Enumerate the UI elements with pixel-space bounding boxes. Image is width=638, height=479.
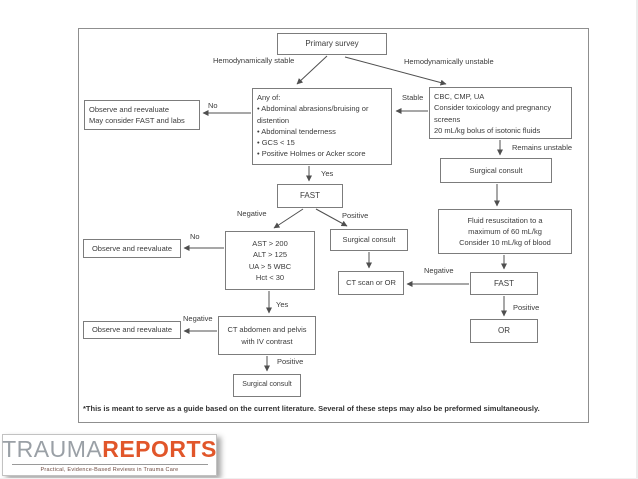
logo-divider: [11, 463, 208, 465]
edge-label-no-2: No: [190, 232, 200, 241]
node-line: • GCS < 15: [257, 138, 295, 147]
node-fluid-resuscitation: Fluid resuscitation to a maximum of 60 m…: [438, 209, 572, 254]
node-line: Consider 10 mL/kg of blood: [459, 238, 551, 248]
node-any-of-criteria: Any of: • Abdominal abrasions/bruising o…: [252, 88, 392, 165]
node-label: Surgical consult: [469, 165, 523, 175]
node-line: May consider FAST and labs: [89, 116, 185, 126]
edge-label-no-1: No: [208, 101, 218, 110]
node-fast-right: FAST: [470, 272, 538, 295]
logo-tagline: Practical, Evidence-Based Reviews in Tra…: [40, 466, 179, 473]
edge-label-yes-1: Yes: [321, 169, 334, 178]
node-surgical-consult-middle: Surgical consult: [330, 229, 408, 251]
edge-label-positive-2: Positive: [277, 357, 304, 366]
node-line: • Positive Holmes or Acker score: [257, 149, 366, 159]
slide-edge-right: [636, 0, 638, 479]
node-line: maximum of 60 mL/kg: [468, 226, 542, 236]
node-line: Hct < 30: [255, 272, 285, 282]
edge-label-positive-3: Positive: [513, 303, 540, 312]
node-line: UA > 5 WBC: [248, 261, 292, 271]
node-line: • Abdominal tenderness: [257, 126, 336, 136]
node-line: ALT > 125: [252, 250, 288, 260]
node-line: 20 mL/kg bolus of isotonic fluids: [434, 125, 541, 135]
node-observe-fast-labs: Observe and reevaluate May consider FAST…: [84, 100, 200, 130]
edge-label-remains-unstable: Remains unstable: [512, 143, 573, 152]
node-cbc-labs: CBC, CMP, UA Consider toxicology and pre…: [429, 87, 572, 139]
node-label: CT scan or OR: [346, 278, 396, 288]
node-lab-thresholds: AST > 200 ALT > 125 UA > 5 WBC Hct < 30: [225, 231, 315, 290]
node-line: CT abdomen and pelvis: [227, 325, 307, 335]
node-line: with IV contrast: [241, 336, 293, 346]
node-ct-scan-or-or: CT scan or OR: [338, 271, 404, 295]
node-observe-reevaluate-3: Observe and reevaluate: [83, 321, 181, 339]
node-label: Observe and reevaluate: [91, 325, 173, 335]
node-fast-middle: FAST: [277, 184, 343, 208]
node-label: OR: [498, 326, 510, 335]
node-line: AST > 200: [252, 239, 288, 248]
node-line: Any of:: [257, 93, 281, 102]
node-ct-abdomen-pelvis: CT abdomen and pelvis with IV contrast: [218, 316, 316, 355]
node-label: Primary survey: [305, 39, 359, 48]
edge-label-positive-1: Positive: [342, 211, 369, 220]
edge-label-hemodynamically-stable: Hemodynamically stable: [213, 56, 295, 65]
node-line: Fluid resuscitation to a: [467, 215, 543, 225]
node-line: Consider toxicology and pregnancy screen…: [434, 103, 552, 124]
edge-label-stable: Stable: [402, 93, 424, 102]
node-label: FAST: [299, 191, 320, 200]
logo-word-reports: REPORTS: [102, 435, 217, 462]
node-surgical-consult-right: Surgical consult: [440, 158, 552, 183]
edge-label-hemodynamically-unstable: Hemodynamically unstable: [404, 57, 494, 66]
node-line: Observe and reevaluate: [89, 105, 170, 114]
edge-label-yes-2: Yes: [276, 300, 289, 309]
footnote: *This is meant to serve as a guide based…: [83, 404, 540, 413]
node-observe-reevaluate-2: Observe and reevaluate: [83, 239, 181, 258]
edge-label-negative-2: Negative: [183, 314, 213, 323]
node-label: Surgical consult: [242, 381, 292, 389]
logo-word-trauma: TRAUMA: [2, 435, 103, 462]
edge-label-negative-1: Negative: [237, 209, 267, 218]
node-line: CBC, CMP, UA: [434, 92, 485, 101]
node-line: • Abdominal abrasions/bruising or disten…: [257, 104, 369, 125]
node-or: OR: [470, 319, 538, 343]
node-label: Surgical consult: [342, 235, 396, 245]
trauma-reports-logo: TRAUMAREPORTS Practical, Evidence-Based …: [2, 434, 217, 476]
node-primary-survey: Primary survey: [277, 33, 387, 55]
node-surgical-consult-bottom: Surgical consult: [233, 374, 301, 397]
edge-label-negative-3: Negative: [424, 266, 454, 275]
node-label: Observe and reevaluate: [91, 243, 173, 253]
node-label: FAST: [493, 278, 514, 288]
logo-wordmark: TRAUMAREPORTS: [2, 435, 217, 462]
